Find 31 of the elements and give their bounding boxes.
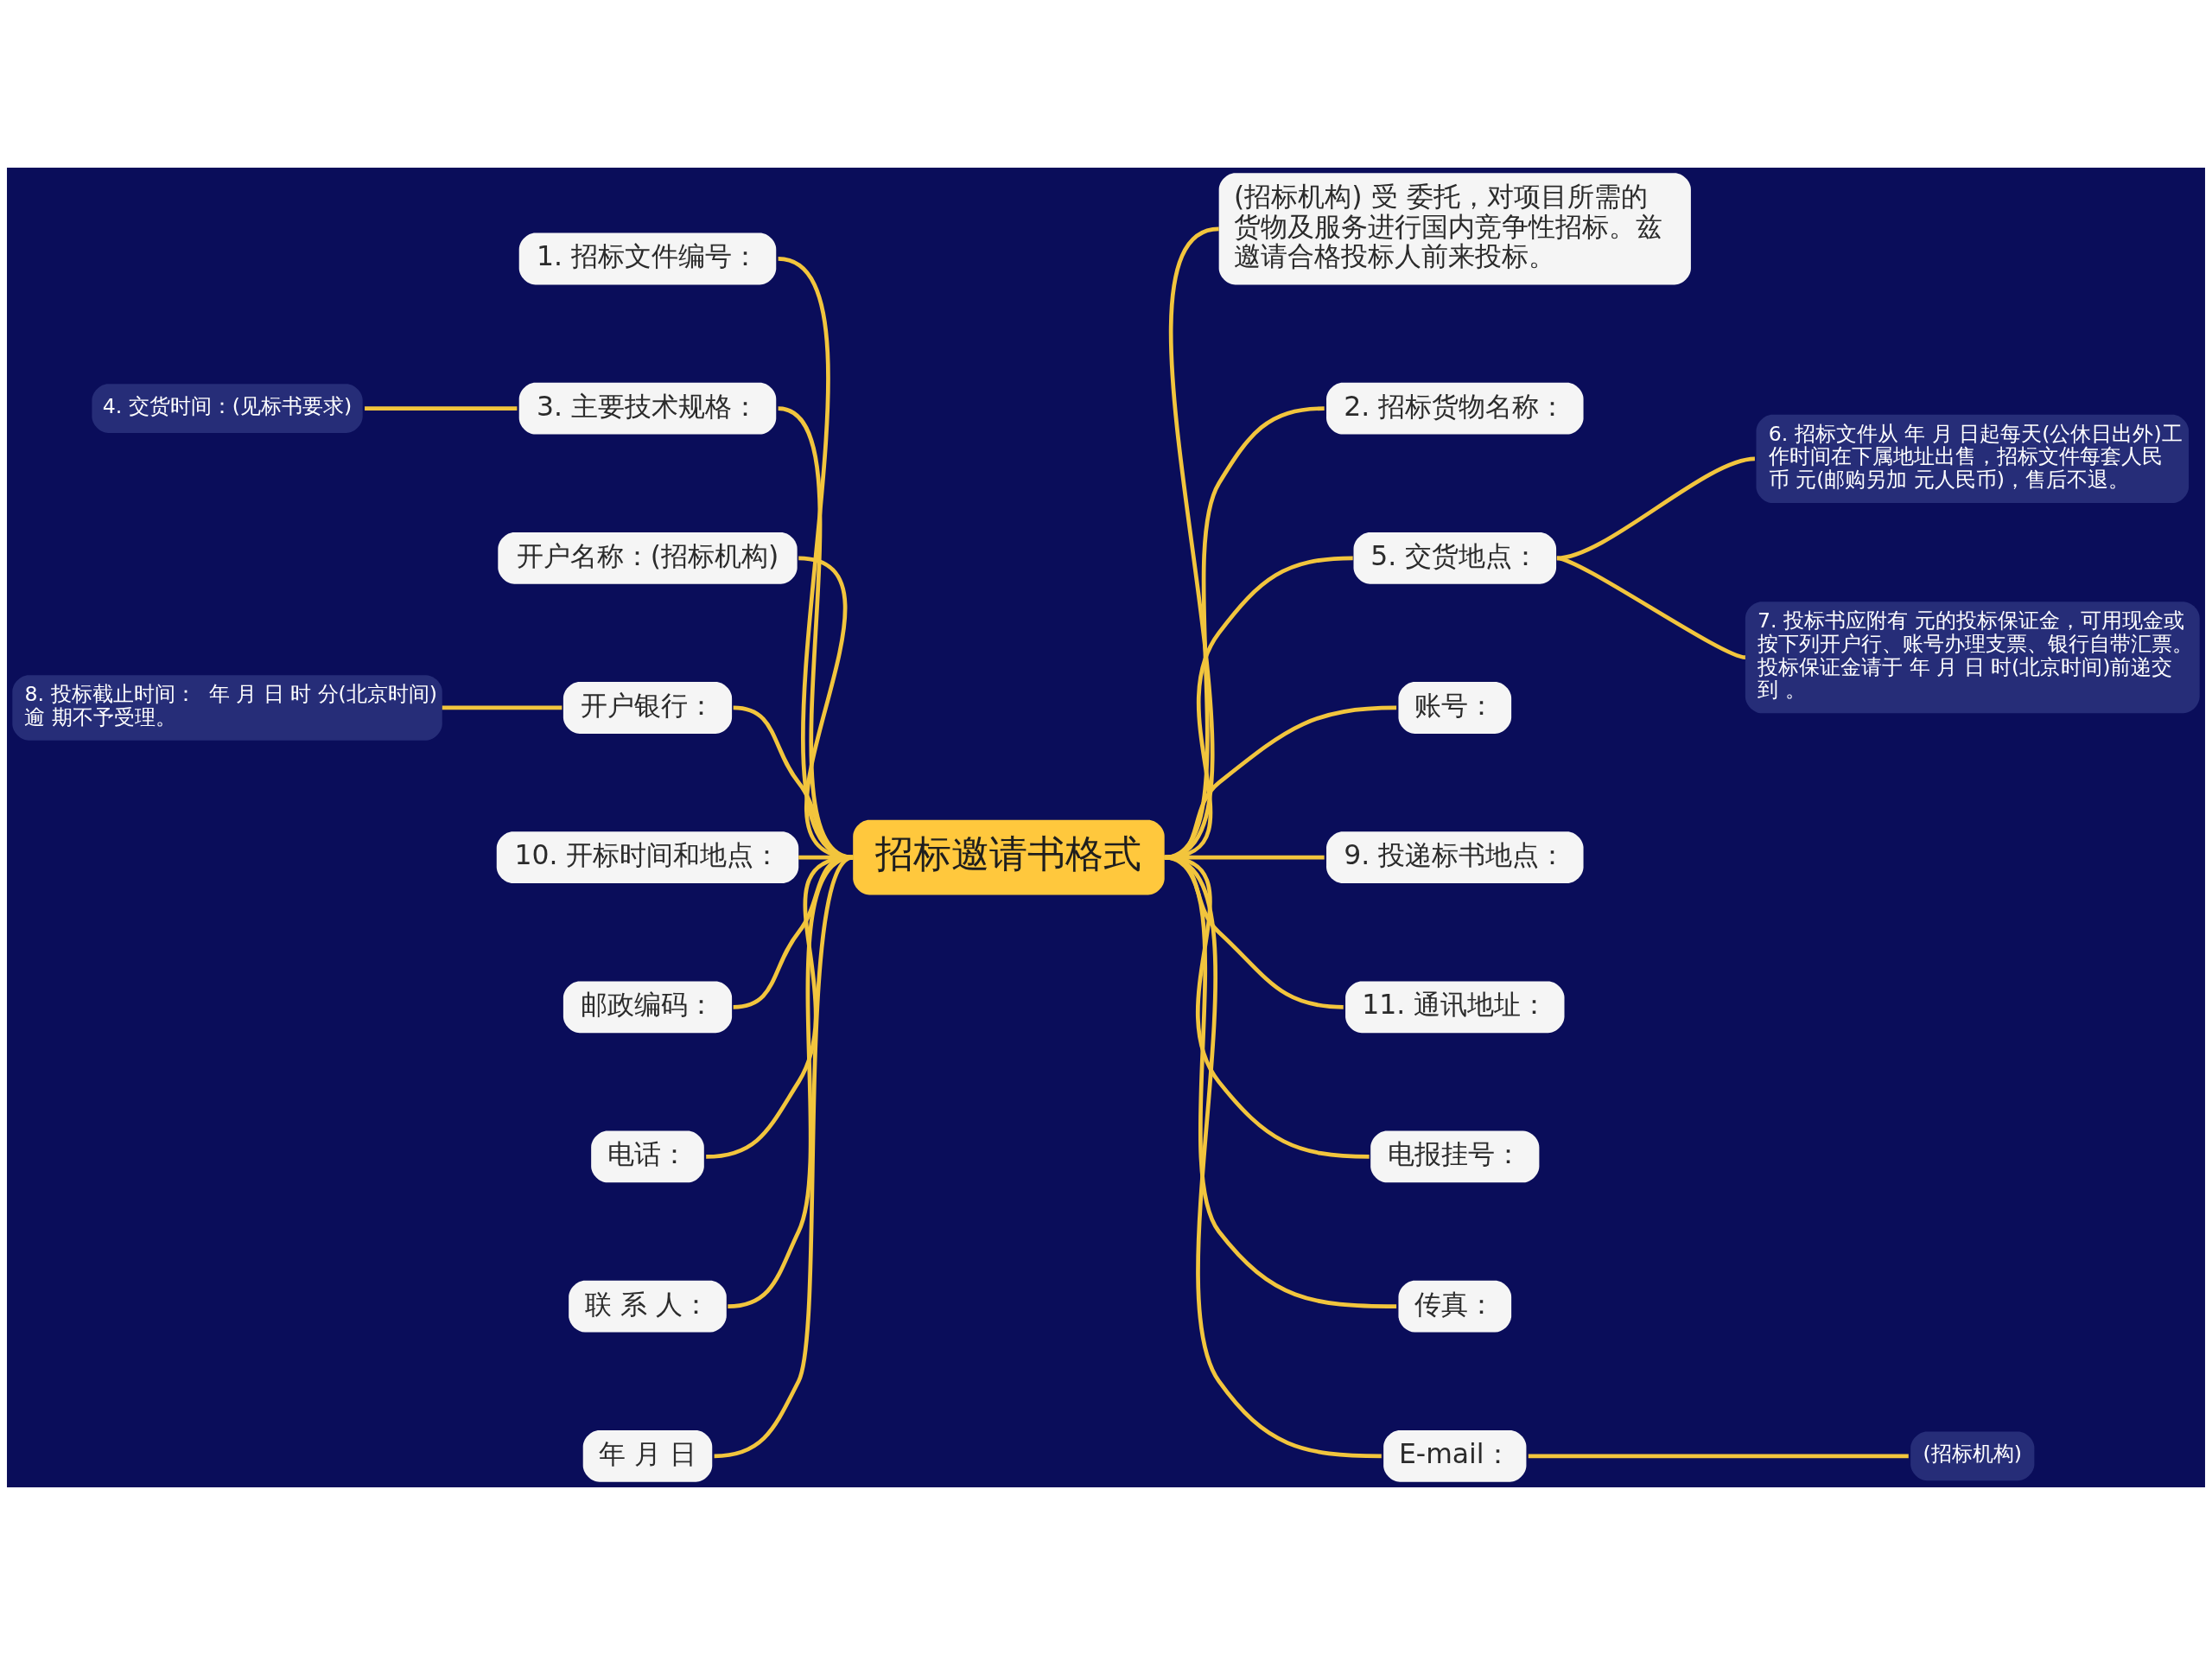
node-box: 7. 投标书应附有 元的投标保证金，可用现金或按下列开户行、账号办理支票、银行自带汇票。投标保证金请于 年 月 日 时(北京时间)前递交到 。 [1745, 602, 2200, 714]
node-box: 10. 开标时间和地点： [496, 831, 799, 884]
connector [442, 705, 563, 710]
node-box: 开户名称：(招标机构) [498, 532, 798, 584]
node-box: 2. 招标货物名称： [1326, 382, 1584, 435]
node-box: (招标机构) 受 委托，对项目所需的货物及服务进行国内竞争性招标。兹邀请合格投标人前来投标。 [1218, 173, 1691, 285]
connector [1556, 456, 1756, 561]
node-box: E-mail： [1383, 1429, 1527, 1482]
node-box: 邮政编码： [563, 981, 733, 1034]
node-box: 1. 招标文件编号： [518, 232, 777, 285]
connector [1163, 855, 1382, 1459]
node-box: 账号： [1398, 682, 1512, 734]
node-box: 11. 通讯地址： [1345, 981, 1565, 1034]
connector [1528, 1454, 1909, 1459]
node-box: 6. 招标文件从 年 月 日起每天(公休日出外)工作时间在下属地址出售，招标文件每套人民币 元(邮购另加 元人民币)，售后不退。 [1756, 414, 2190, 504]
node-box: 传真： [1398, 1280, 1512, 1333]
node-box: 5. 交货地点： [1353, 532, 1557, 584]
node-box: 联 系 人： [569, 1280, 727, 1333]
node-box: 9. 投递标书地点： [1326, 831, 1584, 884]
connector [1556, 556, 1746, 659]
connector [714, 856, 855, 1459]
node-box: 电话： [591, 1130, 704, 1183]
node-box: 4. 交货时间：(见标书要求) [92, 384, 363, 433]
node-box: (招标机构) [1910, 1431, 2035, 1481]
connector [365, 406, 518, 411]
node-box: 电报挂号： [1370, 1130, 1540, 1183]
node-box: 3. 主要技术规格： [518, 382, 777, 435]
node-box: 年 月 日 [582, 1429, 713, 1482]
node-box: 招标邀请书格式 [853, 819, 1165, 895]
node-box: 8. 投标截止时间： 年 月 日 时 分(北京时间)逾 期不予受理。 [12, 675, 442, 741]
node-box: 开户银行： [563, 682, 733, 734]
